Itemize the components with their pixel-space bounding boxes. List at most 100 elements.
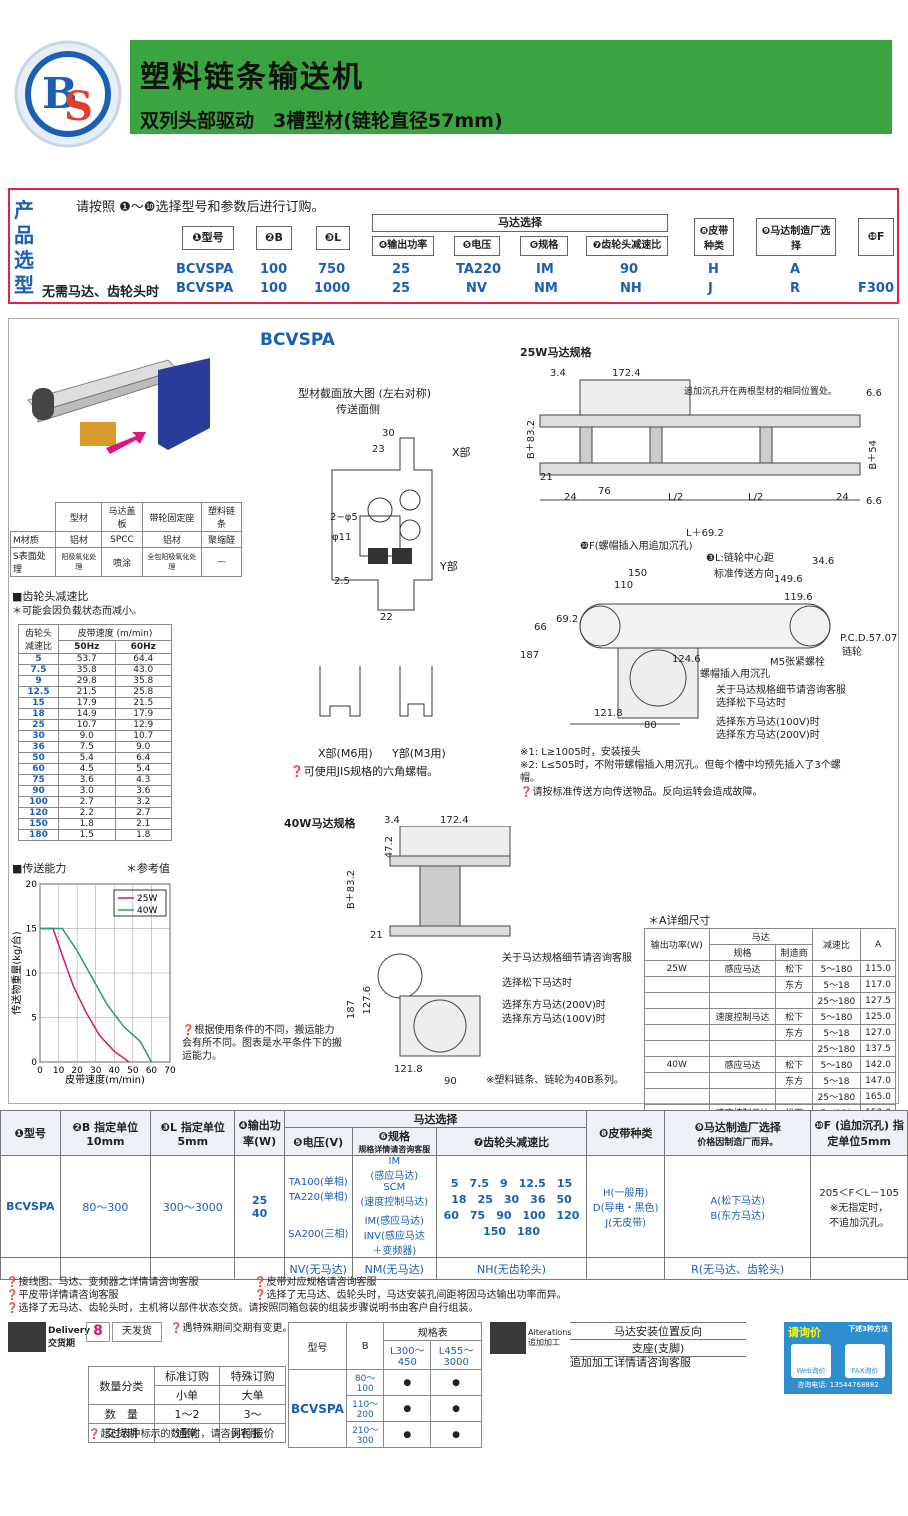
row2-output: 25 bbox=[392, 281, 411, 296]
row2-belt: J bbox=[708, 281, 713, 296]
selection-side-label: 产品 选型 bbox=[14, 198, 34, 297]
footnote-2: ※2: L≤505时，不附带螺帽插入用沉孔。但每个槽中均预先插入了3个螺帽。 bbox=[520, 760, 841, 784]
svg-text:B: B bbox=[42, 69, 78, 118]
y-tick-label: 15 bbox=[26, 925, 37, 935]
y-tick-label: 10 bbox=[26, 969, 38, 979]
side-dim-11: 124.6 bbox=[672, 654, 701, 665]
m5-label: M5张紧螺栓 bbox=[770, 657, 825, 668]
web-inquiry-button[interactable]: Web询价 bbox=[791, 1344, 831, 1378]
m40-dim-0: 3.4 bbox=[384, 815, 400, 826]
note-4: ❓皮带对应规格请咨询客服 bbox=[254, 1277, 377, 1288]
x-axis-label: 皮带速度(m/min) bbox=[65, 1073, 145, 1086]
x-tick-label: 60 bbox=[146, 1066, 158, 1076]
chain-note: ※塑料链条、链轮为40B系列。 bbox=[486, 1075, 624, 1086]
motor25-side-drawing bbox=[570, 603, 831, 725]
row2-model: BCVSPA bbox=[176, 281, 234, 296]
legend-label: 40W bbox=[137, 906, 157, 916]
row1-spec: IM bbox=[536, 262, 554, 277]
chart-note: ＊参考值 bbox=[126, 862, 170, 875]
motor25-note1: 关于马达规格细节请咨询客服 bbox=[716, 685, 846, 696]
note-5: ❓选择了无马达、齿轮头时，马达安装孔间距将因马达输出功率而异。 bbox=[254, 1290, 567, 1301]
row1-voltage: TA220 bbox=[456, 262, 502, 277]
m25-dim-6: 76 bbox=[598, 486, 611, 497]
row1-output: 25 bbox=[392, 262, 411, 277]
fax-inquiry-button[interactable]: FAX询价 bbox=[845, 1344, 885, 1378]
motor25-note2: 选择松下马达时 bbox=[716, 698, 786, 709]
row1-b: 100 bbox=[260, 262, 288, 277]
contact-panel[interactable]: 请询价下述3种方法 Web询价 FAX询价 咨询电话: 13544768882 bbox=[784, 1322, 892, 1394]
motor25-note3: 选择东方马达(100V)时 bbox=[716, 717, 820, 728]
x-tick-label: 70 bbox=[164, 1066, 176, 1076]
row1-belt: H bbox=[708, 262, 719, 277]
delivery-footer: ❓超过表中标示的数量时，请咨询客服 bbox=[88, 1429, 261, 1440]
row2-l: 1000 bbox=[314, 281, 351, 296]
delivery-label: Delivery 交货期 bbox=[48, 1326, 91, 1349]
gear-table-note: ＊可能会因负载状态而减小。 bbox=[12, 606, 142, 617]
x-tick-label: 40 bbox=[109, 1066, 121, 1076]
m25-dim-1: 172.4 bbox=[612, 368, 641, 379]
product-image bbox=[18, 340, 218, 460]
y-axis-label: 传送物重量(kg/台) bbox=[10, 931, 23, 1014]
spec-table: ❶型号 ❷B 指定单位10mm ❸L 指定单位5mm ❹输出功率(W) 马达选择… bbox=[0, 1110, 908, 1280]
param-model: ❶型号 bbox=[182, 226, 234, 250]
m40-dim-1: 172.4 bbox=[440, 815, 469, 826]
row2-spec: NM bbox=[534, 281, 558, 296]
dim-2-5: 2.5 bbox=[334, 576, 350, 587]
motor40-drawing bbox=[377, 826, 511, 1057]
footnote-3: ❓请按标准传送方向传送物品。反向运转会造成故障。 bbox=[520, 787, 763, 798]
param-b: ❷B bbox=[256, 226, 292, 250]
x-tick-label: 10 bbox=[53, 1066, 65, 1076]
row2-ratio: NH bbox=[620, 281, 642, 296]
selection-instruction: 请按照 ❶～❿选择型号和参数后进行订购。 bbox=[76, 200, 325, 215]
m25-dim-3: L/2 bbox=[668, 492, 684, 503]
truck-icon bbox=[8, 1322, 46, 1352]
dim-23: 23 bbox=[372, 444, 385, 455]
series-line-40W bbox=[40, 927, 153, 1063]
motor40-note1: 关于马达规格细节请咨询客服 bbox=[502, 953, 632, 964]
nut-hole-label: 螺帽插入用沉孔 bbox=[700, 669, 770, 680]
page-title: 塑料链条输送机 bbox=[140, 60, 364, 95]
row2-f: F300 bbox=[858, 281, 895, 296]
motor40-note3: 选择东方马达(200V)时 bbox=[502, 1000, 606, 1011]
param-output: ❹输出功率 bbox=[372, 236, 434, 256]
motor40-note2: 选择松下马达时 bbox=[502, 978, 572, 989]
x-tick-label: 20 bbox=[71, 1066, 83, 1076]
a-table-title: ＊A详细尺寸 bbox=[648, 914, 711, 927]
y-part-label: Y部 bbox=[440, 560, 458, 573]
side-dim-7: 69.2 bbox=[556, 614, 579, 625]
param-l: ❸L bbox=[316, 226, 350, 250]
motor25-top-drawing bbox=[539, 379, 861, 501]
note-3: ❓选择了无马达、齿轮头时，主机将以部件状态交货。请按照同箱包装的组装步骤说明书由… bbox=[6, 1303, 479, 1314]
row1-l: 750 bbox=[318, 262, 346, 277]
side-dim-0: L＋69.2 bbox=[686, 528, 724, 539]
y-tick-label: 5 bbox=[31, 1014, 37, 1024]
m25-dim-7: 21 bbox=[540, 472, 553, 483]
alterations-note: 追加加工详情请咨询客服 bbox=[570, 1356, 691, 1369]
m25-dim-5: 24 bbox=[564, 492, 577, 503]
m40-dim-6: 187 bbox=[346, 1000, 357, 1020]
row2-b: 100 bbox=[260, 281, 288, 296]
gear-table-title: ■齿轮头减速比 bbox=[12, 590, 89, 603]
motor25-title: 25W马达规格 bbox=[520, 346, 592, 359]
row1-maker: A bbox=[790, 262, 801, 277]
x-tick-label: 0 bbox=[37, 1066, 43, 1076]
row1-model: BCVSPA bbox=[176, 262, 234, 277]
motor-select-header: 马达选择 bbox=[372, 214, 668, 232]
section-title: 型材截面放大图 (左右对称) bbox=[298, 387, 432, 400]
m40-dim-2: B＋83.2 bbox=[346, 870, 357, 910]
side-dim-3: 149.6 bbox=[774, 574, 803, 585]
section-sub: 传送面侧 bbox=[336, 403, 380, 416]
y-tick-label: 20 bbox=[26, 880, 38, 890]
